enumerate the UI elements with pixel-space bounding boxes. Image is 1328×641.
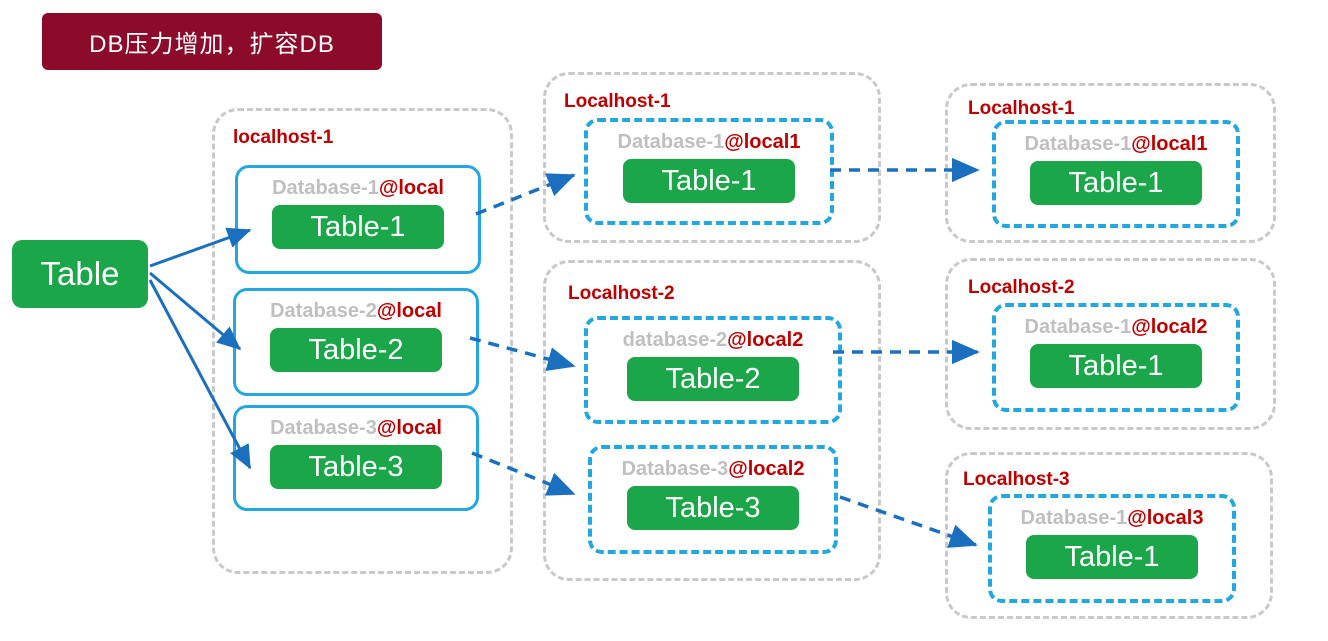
db-title-left-2: Database-2@local (270, 300, 442, 323)
db-name: database-2 (622, 329, 728, 351)
table-node-mid-3: Table-3 (627, 486, 799, 530)
db-host-suffix: @local3 (1127, 507, 1204, 529)
table-node-mid-1: Table-1 (623, 159, 795, 203)
db-box-mid-2: database-2@local2 Table-2 (584, 316, 842, 424)
host-label-mid-2: Localhost-2 (568, 283, 675, 304)
db-title-right-2: Database-1@local2 (1025, 316, 1208, 339)
db-host-suffix: @local (378, 177, 444, 199)
db-title-right-3: Database-1@local3 (1021, 507, 1204, 530)
title-banner: DB压力增加，扩容DB (42, 13, 382, 70)
table-node-right-1: Table-1 (1030, 161, 1202, 205)
db-name: Database-1 (617, 131, 725, 153)
host-container-mid-1: Localhost-1 Database-1@local1 Table-1 (543, 72, 881, 243)
table-node-right-3: Table-1 (1026, 535, 1198, 579)
db-host-suffix: @local1 (1131, 133, 1208, 155)
db-name: Database-3 (270, 417, 377, 439)
table-node-mid-2: Table-2 (627, 357, 799, 401)
table-node-right-2: Table-1 (1030, 344, 1202, 388)
db-box-right-2: Database-1@local2 Table-1 (992, 303, 1240, 412)
db-box-right-1: Database-1@local1 Table-1 (992, 120, 1240, 228)
db-box-mid-1: Database-1@local1 Table-1 (584, 118, 834, 225)
host-container-right-1: Localhost-1 Database-1@local1 Table-1 (945, 83, 1276, 243)
host-container-right-3: Localhost-3 Database-1@local3 Table-1 (945, 452, 1273, 619)
host-label-mid-1: Localhost-1 (564, 91, 671, 112)
db-name: Database-3 (621, 458, 729, 480)
db-box-left-2: Database-2@local Table-2 (233, 288, 479, 396)
db-host-suffix: @local (376, 300, 442, 322)
db-name: Database-1 (1024, 133, 1132, 155)
title-banner-text: DB压力增加，扩容DB (89, 31, 335, 58)
db-box-left-3: Database-3@local Table-3 (233, 405, 479, 511)
db-host-suffix: @local1 (724, 131, 801, 153)
db-name: Database-1 (1020, 507, 1128, 529)
db-title-mid-3: Database-3@local2 (622, 458, 805, 481)
db-title-mid-2: database-2@local2 (623, 329, 804, 352)
host-label-right-3: Localhost-3 (963, 469, 1070, 490)
host-container-left: localhost-1 Database-1@local Table-1 Dat… (212, 108, 513, 574)
db-host-suffix: @local (376, 417, 442, 439)
db-box-right-3: Database-1@local3 Table-1 (988, 494, 1236, 603)
host-label-right-1: Localhost-1 (968, 98, 1075, 119)
source-table-node: Table (12, 240, 148, 308)
source-table-label: Table (40, 255, 120, 292)
db-box-left-1: Database-1@local Table-1 (235, 165, 481, 274)
db-host-suffix: @local2 (727, 329, 804, 351)
table-node-left-2: Table-2 (270, 328, 442, 372)
table-node-left-1: Table-1 (272, 205, 444, 249)
db-title-left-1: Database-1@local (272, 177, 444, 200)
host-container-mid-2: Localhost-2 database-2@local2 Table-2 Da… (543, 260, 881, 581)
db-name: Database-1 (272, 177, 379, 199)
db-name: Database-2 (270, 300, 377, 322)
db-host-suffix: @local2 (1131, 316, 1208, 338)
db-host-suffix: @local2 (728, 458, 805, 480)
db-title-left-3: Database-3@local (270, 417, 442, 440)
table-node-left-3: Table-3 (270, 445, 442, 489)
host-label-right-2: Localhost-2 (968, 277, 1075, 298)
host-container-right-2: Localhost-2 Database-1@local2 Table-1 (945, 258, 1276, 430)
db-box-mid-3: Database-3@local2 Table-3 (588, 445, 838, 554)
host-label-left: localhost-1 (233, 127, 334, 148)
db-title-right-1: Database-1@local1 (1025, 133, 1208, 156)
db-name: Database-1 (1024, 316, 1132, 338)
db-title-mid-1: Database-1@local1 (618, 131, 801, 154)
